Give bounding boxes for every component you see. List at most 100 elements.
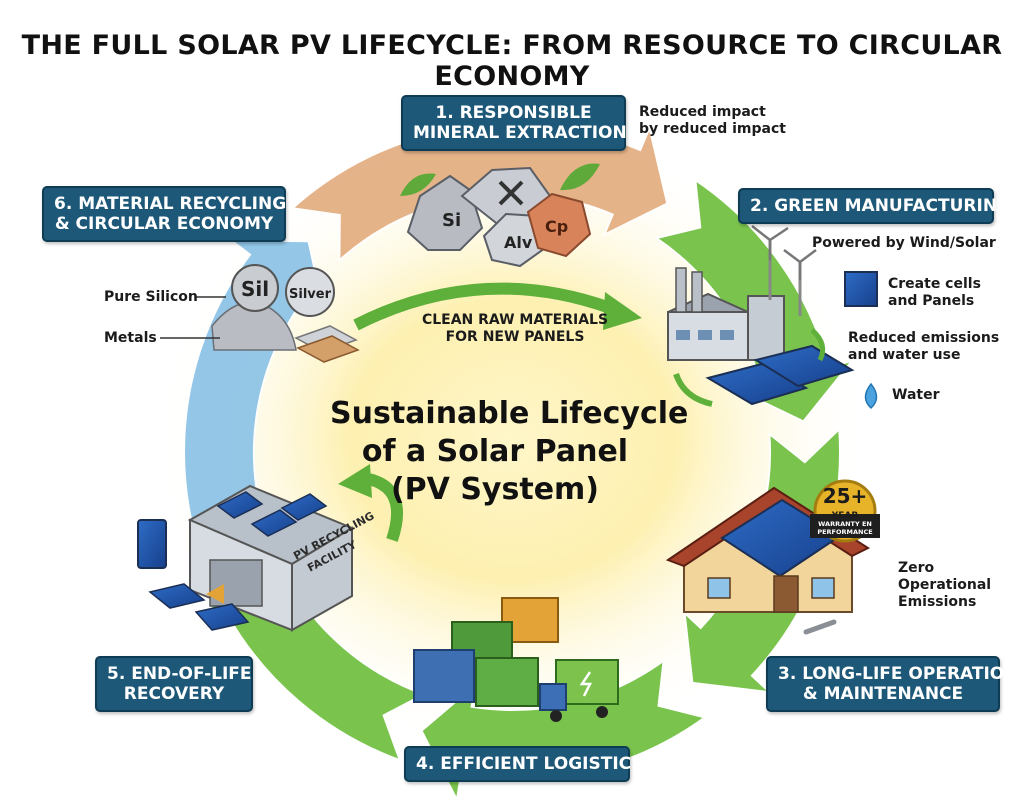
mineral-label-alv: Alv — [504, 233, 533, 252]
stage-5-line-1: 5. END-OF-LIFE — [107, 664, 252, 684]
note-metals: Metals — [104, 330, 157, 347]
solar-panel-icon — [753, 344, 855, 388]
factory-chimney-2 — [691, 271, 703, 313]
stage-1-line-1: 1. RESPONSIBLE — [435, 103, 592, 123]
note-emissions-line-2: and water use — [848, 347, 961, 363]
truck-cab — [539, 683, 567, 711]
recycled-materials-illustration: Sil Silver — [160, 264, 360, 363]
warranty-ribbon — [810, 514, 880, 538]
discarded-panel-icon — [137, 519, 167, 569]
stage-3-box: 3. LONG-LIFE OPERATION & MAINTENANCE — [766, 656, 1019, 712]
house-window — [707, 577, 731, 599]
note-water: Water — [892, 387, 939, 404]
factory-window — [698, 330, 712, 340]
stage-3-line-1: 3. LONG-LIFE OPERATION — [778, 664, 1019, 684]
recycling-facility-illustration: PV RECYCLING FACILITY — [137, 464, 404, 632]
house-window — [811, 577, 835, 599]
center-line-1: Sustainable Lifecycle — [330, 396, 689, 431]
badge-performance-label: PERFORMANCE — [817, 528, 872, 536]
factory-window — [720, 330, 734, 340]
pickaxe-icon — [498, 180, 524, 206]
stage-6-box: 6. MATERIAL RECYCLING & CIRCULAR ECONOMY — [42, 186, 286, 242]
factory-roof — [667, 292, 749, 313]
badge-year-label: YEAR — [831, 511, 859, 521]
center-line-2: of a Solar Panel — [361, 434, 629, 469]
solar-panel-icon — [705, 362, 809, 406]
note-cells-line-2: and Panels — [888, 293, 975, 309]
note-extraction-line-1: Reduced impact — [639, 104, 766, 120]
leaf-left — [400, 173, 436, 196]
recycle-return-arrowhead — [338, 464, 372, 498]
shipping-container — [475, 657, 539, 707]
note-powered-line-1: Powered by Wind/Solar — [812, 235, 996, 251]
discarded-panel-icon — [194, 603, 250, 631]
note-metals-line-1: Metals — [104, 330, 157, 346]
wind-turbine-blades — [751, 225, 789, 260]
recycled-label-silver: Silver — [289, 287, 332, 302]
note-pure-silicon: Pure Silicon — [104, 289, 198, 306]
roof-panel-icon — [250, 509, 298, 537]
stage-2-box: 2. GREEN MANUFACTURING — [738, 188, 1012, 224]
mineral-label-cp: Cp — [545, 217, 568, 236]
roof-panel-icon — [216, 491, 264, 519]
silicon-sphere — [231, 264, 279, 312]
note-emissions-line-1: Reduced emissions — [848, 330, 1000, 346]
wind-turbine-blades-2 — [783, 249, 817, 280]
intake-arrow — [206, 584, 224, 604]
discarded-panel-icon — [148, 583, 206, 609]
note-water-line-1: Water — [892, 387, 940, 403]
factory-flow-arrow — [673, 372, 713, 407]
silver-sphere — [285, 267, 335, 317]
note-zero-line-3: Emissions — [898, 594, 977, 610]
note-emissions: Reduced emissions and water use — [848, 330, 999, 364]
stage-4-box: 4. EFFICIENT LOGISTICS — [404, 746, 644, 782]
stage-5-line-2: RECOVERY — [123, 684, 225, 704]
note-powered: Powered by Wind/Solar — [812, 235, 996, 252]
mineral-label-si: Si — [442, 210, 461, 231]
clean-raw-materials-label: CLEAN RAW MATERIALS FOR NEW PANELS — [400, 312, 630, 346]
note-zero-line-2: Operational — [898, 577, 992, 593]
note-zero-line-1: Zero — [898, 560, 935, 576]
stage-1-line-2: MINERAL EXTRACTION — [413, 123, 627, 143]
arc-label-line-2: FOR NEW PANELS — [445, 329, 585, 345]
minerals-illustration: Si Alv Cp — [400, 163, 600, 268]
center-heading: Sustainable Lifecycle of a Solar Panel (… — [330, 395, 689, 509]
stage-4-line-1: 4. EFFICIENT LOGISTICS — [416, 754, 644, 774]
cells-icon — [844, 271, 878, 307]
badge-years: 25+ — [823, 484, 868, 508]
leaf-right — [560, 163, 600, 191]
note-cells: Create cells and Panels — [888, 276, 981, 310]
center-line-3: (PV System) — [390, 472, 600, 507]
stage-6-line-1: 6. MATERIAL RECYCLING — [54, 194, 287, 214]
stage-2-line-1: 2. GREEN MANUFACTURING — [750, 196, 1012, 216]
water-drop-icon — [864, 382, 878, 410]
wrench-icon — [803, 619, 837, 635]
note-pure-silicon-line-1: Pure Silicon — [104, 289, 198, 305]
truck-wheel — [550, 710, 562, 722]
factory-window — [676, 330, 690, 340]
truck-wheel — [596, 706, 608, 718]
badge-warranty-label: WARRANTY EN — [818, 520, 872, 528]
recycle-return-arrow — [362, 472, 404, 542]
factory-chimney — [675, 267, 687, 313]
page-title: THE FULL SOLAR PV LIFECYCLE: FROM RESOUR… — [21, 30, 1003, 92]
metal-bar-icon — [296, 335, 360, 363]
stage-1-box: 1. RESPONSIBLE MINERAL EXTRACTION — [401, 95, 627, 151]
note-cells-line-1: Create cells — [888, 276, 981, 292]
factory-flow-arrow-2 — [810, 328, 826, 362]
factory-annex — [747, 295, 785, 361]
note-extraction: Reduced impact by reduced impact — [639, 104, 786, 138]
stage-6-line-2: & CIRCULAR ECONOMY — [54, 214, 274, 234]
arc-label-line-1: CLEAN RAW MATERIALS — [421, 312, 609, 328]
shipping-container — [413, 649, 475, 703]
note-zero-emissions: Zero Operational Emissions — [898, 560, 991, 611]
stage-5-box: 5. END-OF-LIFE RECOVERY — [95, 656, 253, 712]
logistics-illustration — [413, 597, 619, 722]
note-extraction-line-2: by reduced impact — [639, 121, 786, 137]
raw-materials-arrowhead — [603, 292, 642, 330]
lightning-icon — [579, 671, 593, 697]
roof-panel-icon — [280, 493, 328, 521]
house-illustration: 25+ YEAR WARRANTY EN PERFORMANCE — [665, 479, 880, 635]
stage-3-line-2: & MAINTENANCE — [802, 684, 964, 704]
